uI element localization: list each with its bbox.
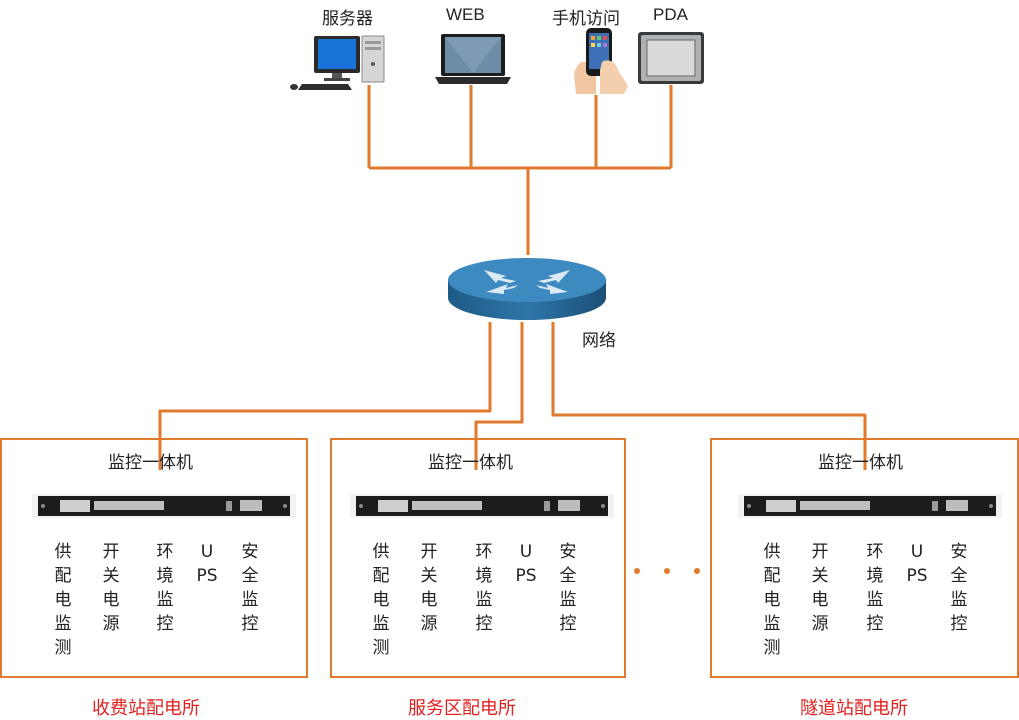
monitoring-unit-icon (738, 494, 1002, 518)
client-label-mobile: 手机访问 (552, 9, 620, 29)
station-2-link (474, 322, 524, 470)
client-label-pda: PDA (653, 5, 688, 24)
unit-title: 监控一体机 (818, 453, 903, 473)
station-1-link (158, 322, 492, 470)
client-label-web: WEB (446, 5, 485, 24)
subsystem-ups: UPS (906, 542, 928, 586)
subsystem-ups: UPS (196, 542, 218, 586)
subsystem-ups: UPS (515, 542, 537, 586)
station-name-service: 服务区配电所 (408, 698, 516, 719)
monitoring-unit-icon (32, 494, 296, 518)
unit-title: 监控一体机 (108, 453, 193, 473)
subsystem-environment: 环境监控 (866, 542, 884, 634)
router-icon (448, 258, 606, 320)
laptop-icon (435, 34, 511, 84)
subsystem-environment: 环境监控 (475, 542, 493, 634)
station-name-toll: 收费站配电所 (92, 698, 200, 719)
station-3-link (551, 322, 867, 470)
mobile-phone-icon (574, 28, 628, 94)
subsystem-switch-power: 开关电源 (102, 542, 120, 634)
client-label-server: 服务器 (322, 9, 373, 29)
subsystem-security: 安全监控 (559, 542, 577, 634)
network-label: 网络 (582, 331, 616, 351)
station-name-tunnel: 隧道站配电所 (800, 698, 908, 719)
station-box-toll: 监控一体机 供配电监测 开关电源 环境监控 UPS 安全监控 (0, 438, 308, 678)
tablet-icon (638, 32, 704, 84)
subsystem-power-supply: 供配电监测 (763, 542, 781, 658)
subsystem-switch-power: 开关电源 (420, 542, 438, 634)
subsystem-security: 安全监控 (241, 542, 259, 634)
desktop-computer-icon (290, 35, 385, 90)
subsystem-power-supply: 供配电监测 (54, 542, 72, 658)
ellipsis-dots (634, 568, 700, 574)
station-box-service: 监控一体机 供配电监测 开关电源 环境监控 UPS 安全监控 (330, 438, 626, 678)
subsystem-switch-power: 开关电源 (811, 542, 829, 634)
subsystem-security: 安全监控 (950, 542, 968, 634)
monitoring-unit-icon (350, 494, 614, 518)
unit-title: 监控一体机 (428, 453, 513, 473)
subsystem-power-supply: 供配电监测 (372, 542, 390, 658)
subsystem-environment: 环境监控 (156, 542, 174, 634)
station-box-tunnel: 监控一体机 供配电监测 开关电源 环境监控 UPS 安全监控 (710, 438, 1019, 678)
